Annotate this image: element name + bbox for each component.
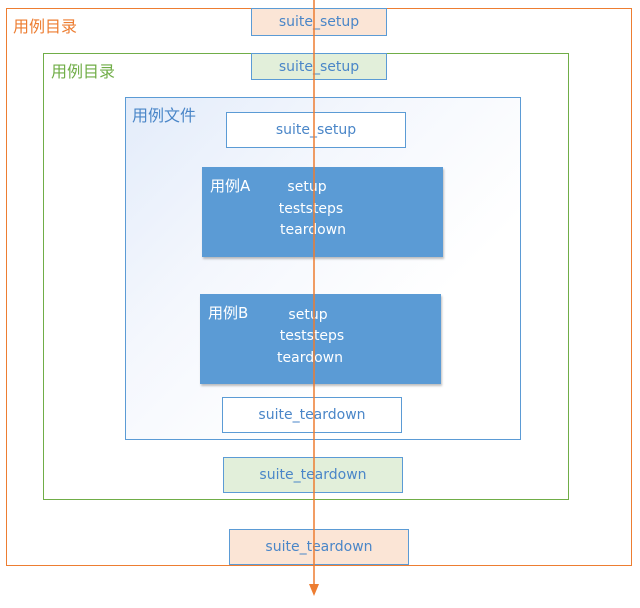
flow-arrow-head [309, 584, 319, 596]
middle-suite-setup-box: suite_setup [251, 53, 387, 80]
outer-suite-teardown-box: suite_teardown [229, 529, 409, 565]
inner-suite-setup-box: suite_setup [226, 112, 406, 148]
outer-suite-setup-text: suite_setup [278, 14, 360, 30]
case-a-step-setup: setup [287, 179, 327, 195]
inner-suite-teardown-text: suite_teardown [258, 407, 366, 423]
case-file-frame [125, 97, 521, 440]
outer-suite-setup-box: suite_setup [251, 8, 387, 36]
case-b-step-teststeps: teststeps [279, 328, 345, 344]
case-a-box: 用例A setup teststeps teardown [202, 167, 443, 257]
case-b-step-setup: setup [288, 307, 328, 323]
middle-suite-setup-text: suite_setup [278, 58, 360, 75]
middle-directory-label: 用例目录 [51, 62, 116, 81]
case-a-step-teardown: teardown [280, 222, 346, 238]
middle-suite-teardown-box: suite_teardown [223, 457, 403, 493]
case-b-box: 用例B setup teststeps teardown [200, 294, 441, 384]
case-b-title: 用例B [208, 304, 249, 322]
case-b-step-teardown: teardown [277, 350, 343, 366]
middle-suite-teardown-text: suite_teardown [259, 467, 367, 483]
case-file-label: 用例文件 [132, 106, 197, 125]
outer-suite-teardown-text: suite_teardown [265, 539, 373, 555]
case-a-title: 用例A [210, 177, 251, 195]
outer-directory-label: 用例目录 [13, 17, 78, 36]
inner-suite-setup-text: suite_setup [275, 122, 357, 138]
inner-suite-teardown-box: suite_teardown [222, 397, 402, 433]
case-a-step-teststeps: teststeps [278, 201, 344, 217]
